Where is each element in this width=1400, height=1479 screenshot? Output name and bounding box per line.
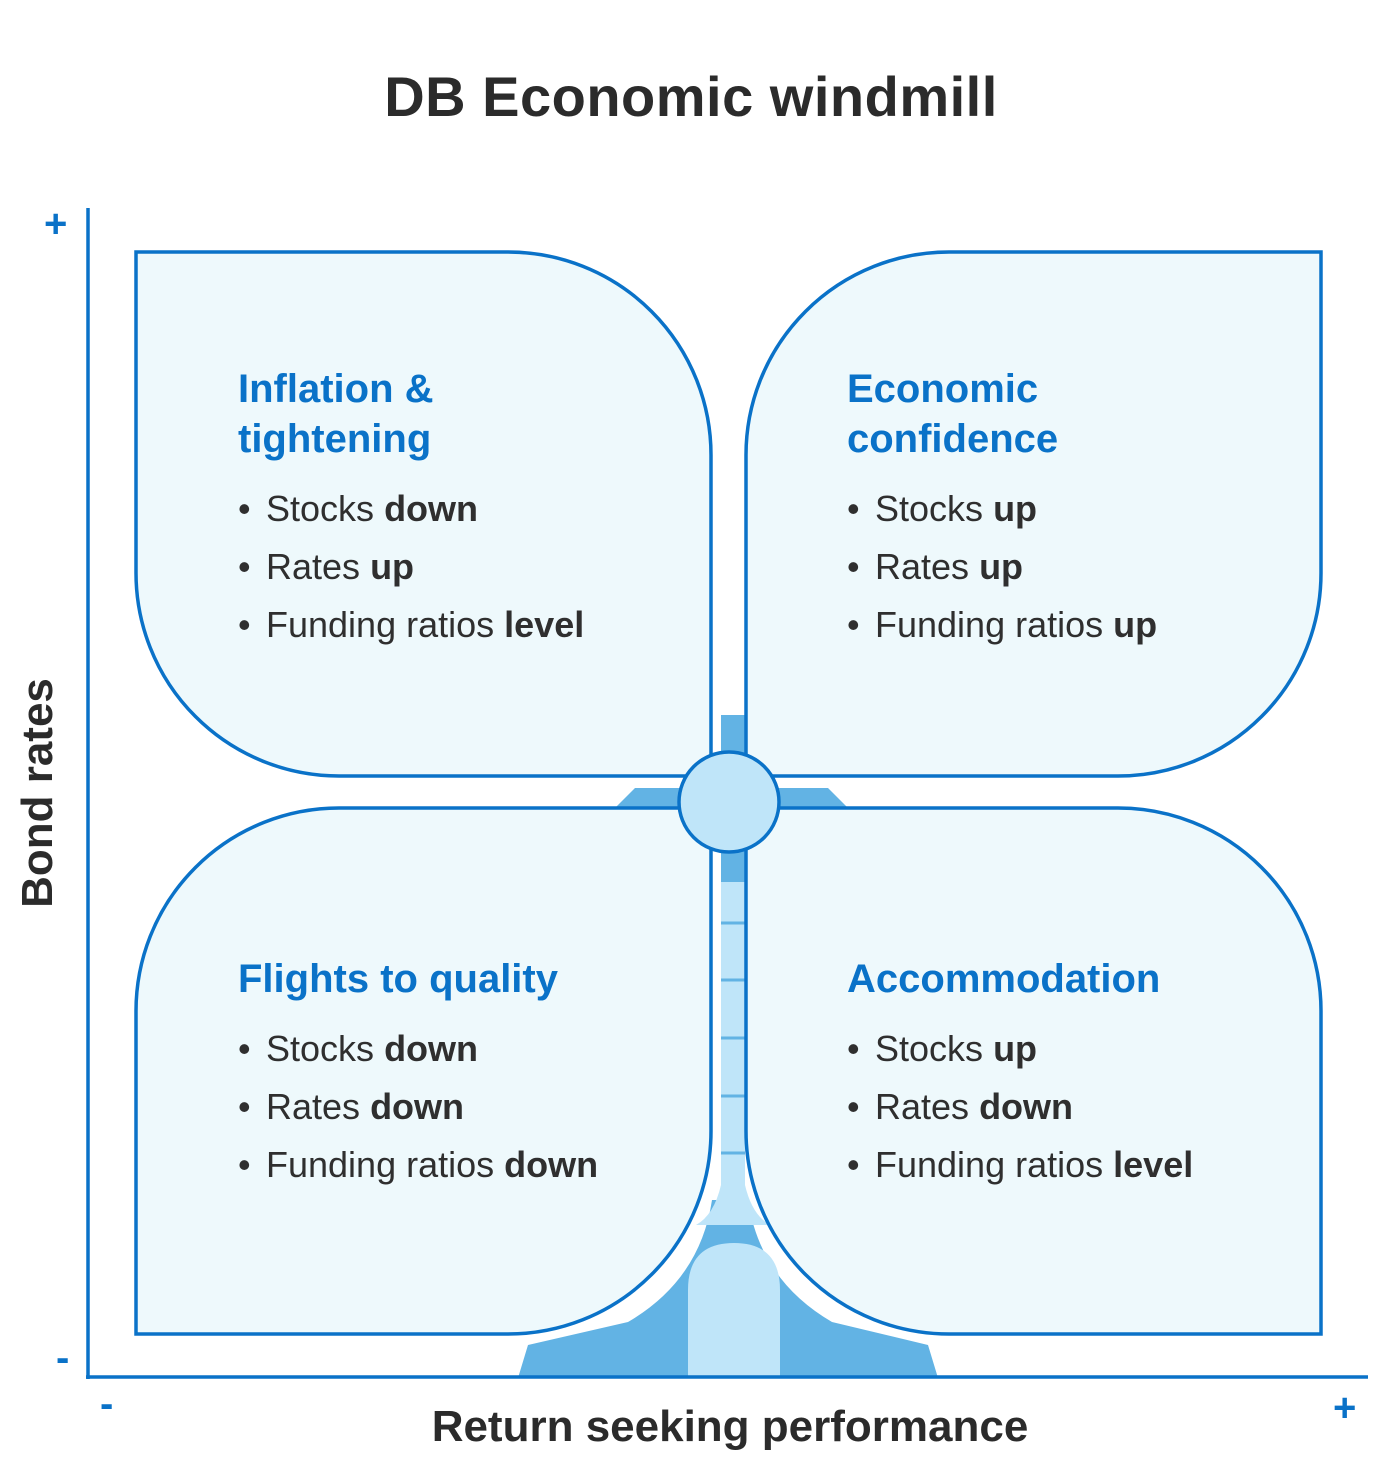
list-item: •Rates down xyxy=(847,1086,1074,1127)
list-item: •Funding ratios level xyxy=(238,604,585,645)
quadrant-flights-to-quality: Flights to quality •Stocks down •Rates d… xyxy=(238,954,658,1194)
list-item: •Rates down xyxy=(238,1086,465,1127)
blade-bottom-left xyxy=(134,806,713,1336)
blade-bottom-right xyxy=(744,806,1323,1336)
quadrant-title: Flights to quality xyxy=(238,957,558,1001)
diagram-title: DB Economic windmill xyxy=(384,65,998,128)
quadrant-economic-confidence: Economic confidence •Stocks up •Rates up… xyxy=(847,364,1157,654)
list-item: •Rates up xyxy=(847,546,1024,587)
list-item: •Stocks down xyxy=(238,1028,479,1069)
tower-shaft xyxy=(696,880,770,1225)
x-axis-label: Return seeking performance xyxy=(431,1402,1029,1451)
tower-rungs xyxy=(721,921,745,1155)
x-max-sign: + xyxy=(1333,1386,1357,1430)
quadrant-title: Inflation & tightening xyxy=(238,367,434,461)
blade-top-right xyxy=(744,250,1323,778)
y-axis-label: Bond rates xyxy=(13,678,62,908)
list-item: •Funding ratios down xyxy=(238,1144,599,1185)
hub-arm-left xyxy=(615,788,690,808)
quadrant-list: •Stocks down •Rates down •Funding ratios… xyxy=(238,1020,658,1194)
quadrant-list: •Stocks up •Rates up •Funding ratios up xyxy=(847,480,1157,654)
quadrant-inflation-tightening: Inflation & tightening •Stocks down •Rat… xyxy=(238,364,618,654)
quadrant-list: •Stocks down •Rates up •Funding ratios l… xyxy=(238,480,618,654)
y-max-sign: + xyxy=(44,202,68,246)
hub xyxy=(677,750,781,854)
list-item: •Stocks down xyxy=(238,488,479,529)
quadrant-title: Economic confidence xyxy=(847,367,1059,461)
y-min-sign: - xyxy=(56,1336,70,1380)
quadrant-list: •Stocks up •Rates down •Funding ratios l… xyxy=(847,1020,1267,1194)
list-item: •Stocks up xyxy=(847,488,1038,529)
x-min-sign: - xyxy=(100,1382,114,1426)
list-item: •Funding ratios up xyxy=(847,604,1158,645)
quadrant-title: Accommodation xyxy=(847,957,1161,1001)
tower-door xyxy=(688,1243,780,1378)
list-item: •Stocks up xyxy=(847,1028,1038,1069)
hub-arm-right xyxy=(775,788,848,808)
quadrant-accommodation: Accommodation •Stocks up •Rates down •Fu… xyxy=(847,954,1267,1194)
list-item: •Rates up xyxy=(238,546,415,587)
list-item: •Funding ratios level xyxy=(847,1144,1194,1185)
tower-shaft-top xyxy=(721,850,745,882)
